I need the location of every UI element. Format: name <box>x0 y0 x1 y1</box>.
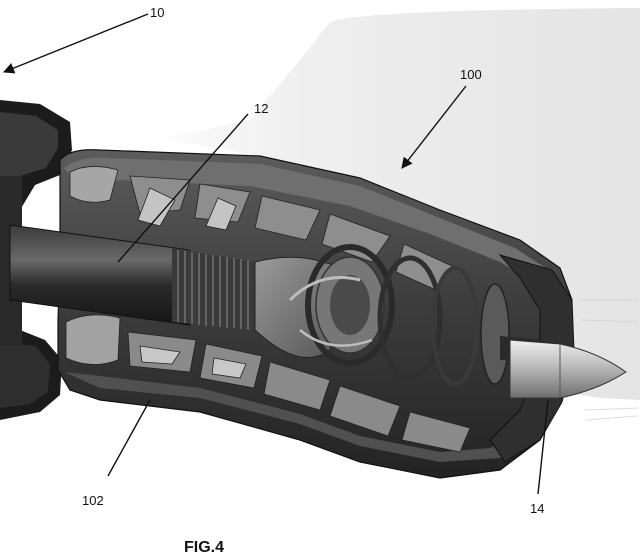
figure-caption: FIG.4 <box>184 539 224 556</box>
leader-14 <box>537 399 549 495</box>
lower-baffles <box>65 314 471 453</box>
upper-baffles <box>69 166 453 291</box>
label-102: 102 <box>82 493 104 508</box>
leader-100 <box>401 85 467 169</box>
projectile <box>509 339 627 399</box>
label-14: 14 <box>530 501 544 516</box>
label-100: 100 <box>460 67 482 82</box>
barrel <box>9 224 255 330</box>
blast-chamber <box>254 244 510 386</box>
leader-102 <box>107 399 151 477</box>
label-12: 12 <box>254 101 268 116</box>
label-10: 10 <box>150 5 164 20</box>
thread-lines <box>177 250 249 330</box>
leader-10 <box>2 13 149 74</box>
muzzle-haze <box>580 299 639 421</box>
leader-12 <box>117 113 249 263</box>
